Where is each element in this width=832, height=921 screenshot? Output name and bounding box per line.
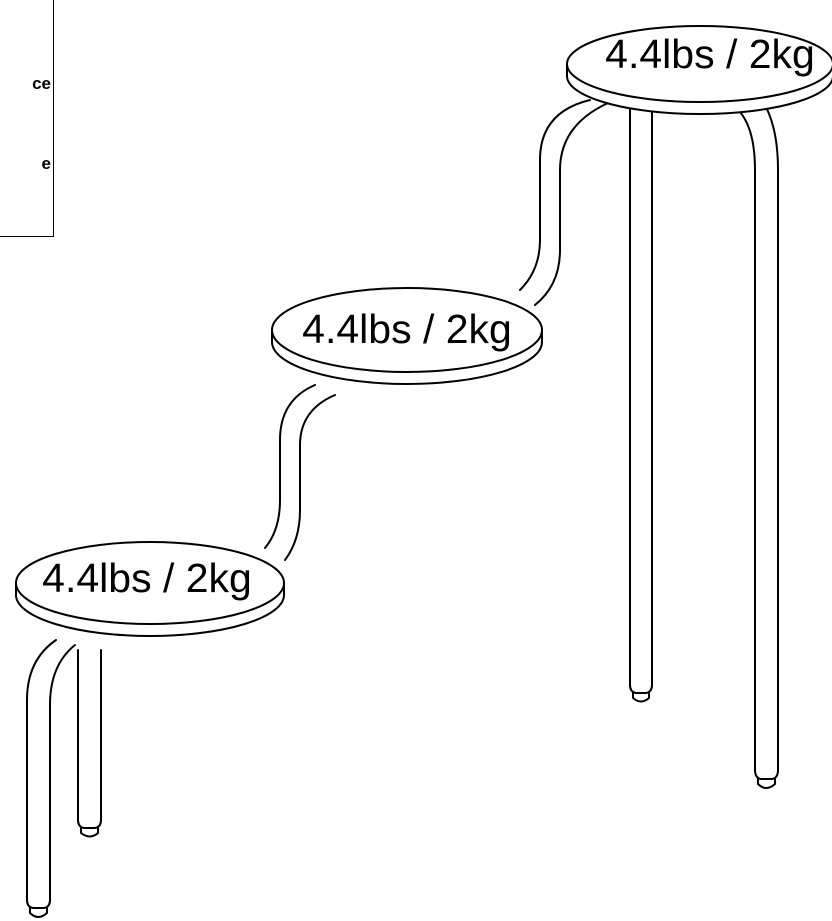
top-shelf-disc [566, 25, 832, 115]
middle-shelf-disc [271, 287, 543, 385]
bottom-shelf-leg-left [26, 639, 76, 918]
middle-shelf-weight-label: 4.4lbs / 2kg [302, 306, 512, 352]
bottom-shelf-disc [15, 541, 285, 637]
bottom-shelf-weight-label: 4.4lbs / 2kg [42, 555, 252, 601]
top-shelf-leg-center [629, 104, 653, 703]
legend-text-line-1: ce [32, 74, 51, 93]
tube-bottom-to-middle [264, 384, 336, 561]
top-shelf-weight-label: 4.4lbs / 2kg [605, 31, 815, 77]
bottom-shelf-leg-center [77, 649, 102, 838]
legend-box: ce e [0, 0, 54, 237]
top-shelf-leg-right [739, 99, 779, 789]
legend-text-line-2: e [41, 154, 51, 173]
tube-middle-to-top [519, 99, 616, 306]
